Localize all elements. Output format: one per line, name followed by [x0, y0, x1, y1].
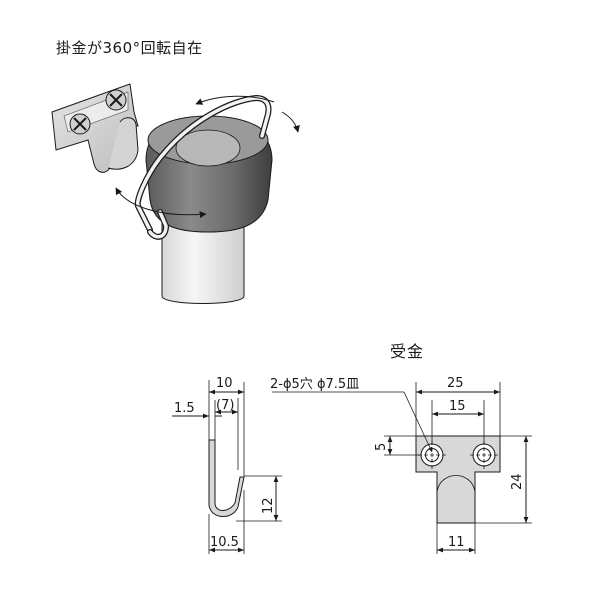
receiver-plate-view [272, 382, 532, 554]
leader-line [403, 391, 433, 453]
caption: 掛金が360°回転自在 [56, 39, 203, 57]
dim-hook-width: 10 [216, 376, 233, 391]
dim-hook-inner: (7) [216, 398, 234, 413]
hook-side-view [172, 380, 282, 554]
dim-plate-width: 25 [447, 376, 464, 391]
dim-hook-height: 12 [261, 497, 276, 514]
screw-icon [69, 113, 91, 135]
dim-stem-width: 11 [448, 535, 465, 550]
dim-hole-pitch: 15 [449, 399, 466, 414]
knob-illustration [145, 115, 273, 304]
hook-plate-illustration [51, 83, 139, 173]
countersunk-hole-icon [470, 441, 498, 469]
screw-icon [105, 89, 127, 111]
dim-hook-thickness: 1.5 [174, 401, 195, 416]
part-title: 受金 [390, 342, 425, 361]
countersunk-hole-icon [418, 441, 446, 469]
dim-plate-height: 24 [510, 473, 525, 490]
dim-hole-offset: 5 [374, 443, 389, 451]
rotation-arrow-icon [115, 95, 300, 219]
hole-spec-label: 2-ϕ5穴 ϕ7.5皿 [270, 377, 359, 392]
dim-hook-base: 10.5 [210, 535, 239, 550]
